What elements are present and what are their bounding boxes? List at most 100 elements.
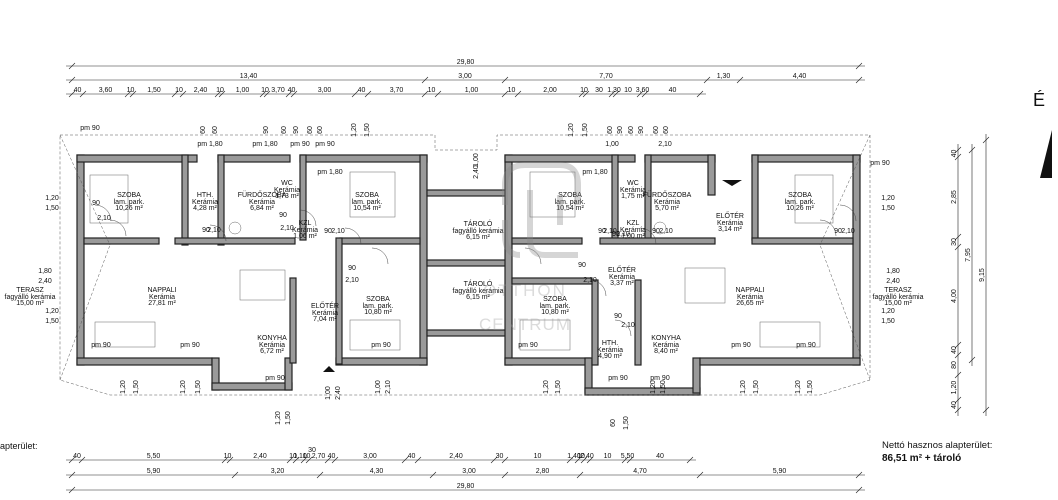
sink <box>228 221 242 235</box>
dim-tick <box>501 471 509 479</box>
window-dim-left: 1,50 <box>45 318 59 325</box>
room-right-floor: Kerámia <box>654 199 680 206</box>
misc-dim-top: 1,00 <box>473 153 480 167</box>
misc-dim-top: pm 1,80 <box>252 141 277 148</box>
room-right-floor: lam. park. <box>540 303 571 310</box>
dim-bottom-row2-label: 4,30 <box>370 468 384 475</box>
dim-tick <box>612 90 620 98</box>
dim-top-row3-label: 10 <box>580 87 588 94</box>
door-label: 90 <box>348 265 356 272</box>
wall-right-outer-east <box>852 154 861 366</box>
dim-tick <box>954 406 962 414</box>
sofa <box>94 321 156 348</box>
dim-tick <box>364 90 372 98</box>
window-dim-bottom: 1,20 <box>795 380 802 394</box>
dim-tick <box>263 90 271 98</box>
dim-tick <box>954 243 962 251</box>
room-left-name: SZOBA <box>366 296 390 303</box>
dim-tick <box>954 371 962 379</box>
misc-dim-top: 2,10 <box>658 141 672 148</box>
room-mid-name: TÁROLÓ <box>464 279 493 288</box>
dim-right-col1-label: 1,20 <box>951 381 958 395</box>
door-swing <box>819 219 837 237</box>
roof-hip <box>819 244 871 381</box>
dim-tick <box>79 90 87 98</box>
dim-bottom-row2-label: 4,70 <box>633 468 647 475</box>
room-left-area: 1,73 m² <box>275 193 299 200</box>
dim-tick <box>982 136 990 144</box>
room-right-area: 1,75 m² <box>621 193 645 200</box>
door-label: 90 <box>324 228 332 235</box>
room-right-floor: Kerámia <box>620 227 646 234</box>
dim-tick <box>78 456 86 464</box>
window-dim-bottom: 1,20 <box>740 380 747 394</box>
dim-top-row3-label: 10 <box>127 87 135 94</box>
window-dim-top: 90 <box>263 126 270 134</box>
door-swing <box>524 247 542 265</box>
door-swing <box>839 204 857 222</box>
dining-table <box>684 267 726 304</box>
window-dim-right: 1,80 <box>886 268 900 275</box>
dim-top-row3-label: 40 <box>288 87 296 94</box>
sofa <box>759 321 821 348</box>
window-dim-bottom: 1,00 <box>375 380 382 394</box>
door-label: 2,10 <box>841 228 855 235</box>
door-swing <box>589 279 607 297</box>
window-dim-bottom: 1,20 <box>543 380 550 394</box>
room-right-floor: Kerámia <box>609 274 635 281</box>
wall-left-kitchen-east <box>284 357 293 391</box>
dim-tick <box>68 471 76 479</box>
dim-bottom-row1-label: 40 <box>656 453 664 460</box>
dim-bottom-row1-label: 40 <box>408 453 416 460</box>
room-right-name: ELŐTÉR <box>716 211 744 220</box>
room-left-floor: Kerámia <box>149 294 175 301</box>
dim-top-row3-label: 40 <box>358 87 366 94</box>
dim-bottom-row1-label: 3,00 <box>363 453 377 460</box>
door-label: 90 <box>92 200 100 207</box>
window-dim-bottom: 1,50 <box>195 380 202 394</box>
dim-tick <box>703 76 711 84</box>
dim-top-row2-label: 3,00 <box>458 73 472 80</box>
dim-tick <box>218 90 226 98</box>
dim-tick <box>696 471 704 479</box>
dim-right-col1-label: 40 <box>951 150 958 158</box>
wall-right-south-b <box>699 357 861 366</box>
window-dim-right: 2,40 <box>886 278 900 285</box>
bed <box>89 174 129 224</box>
bed <box>519 319 571 351</box>
dim-top-row2-label: 4,40 <box>793 73 807 80</box>
room-right-area: 26,65 m² <box>736 300 764 307</box>
room-left-area: 10,26 m² <box>115 205 143 212</box>
room-left-name: SZOBA <box>117 192 141 199</box>
wall-left-int-2 <box>217 154 225 246</box>
dim-right-col1-label: 30 <box>951 238 958 246</box>
dim-tick <box>580 456 588 464</box>
room-left-area: 4,28 m² <box>193 205 217 212</box>
room-left-area: 1,06 m² <box>293 233 317 240</box>
room-left-name: WC <box>281 180 293 187</box>
room-right-name: HTH. <box>602 340 618 347</box>
dim-tick <box>968 146 976 154</box>
north-label: É <box>1033 90 1045 110</box>
dim-tick <box>578 90 586 98</box>
window-dim-top: 90 <box>293 126 300 134</box>
door-label: 90 <box>202 227 210 234</box>
door-label: 2,10 <box>659 228 673 235</box>
room-mid-name: TÁROLÓ <box>464 219 493 228</box>
dim-bottom-row1-label: 1,40 <box>567 453 581 460</box>
dining-table <box>239 269 286 301</box>
window-dim-left: 1,80 <box>38 268 52 275</box>
watermark-line2: CENTRUM <box>479 315 571 334</box>
window-dim-left: 1,20 <box>45 308 59 315</box>
door-swing <box>639 227 657 245</box>
dim-tick <box>68 456 76 464</box>
dim-tick <box>221 456 229 464</box>
dim-top-row3-label: 10 <box>624 87 632 94</box>
dim-tick <box>855 76 863 84</box>
entrance-arrow-icon <box>323 366 335 372</box>
wall-store-north <box>426 189 508 197</box>
room-right-name: SZOBA <box>558 192 582 199</box>
wall-right-int-4 <box>591 279 599 366</box>
room-left-area: 6,72 m² <box>260 348 284 355</box>
dim-tick <box>290 90 298 98</box>
